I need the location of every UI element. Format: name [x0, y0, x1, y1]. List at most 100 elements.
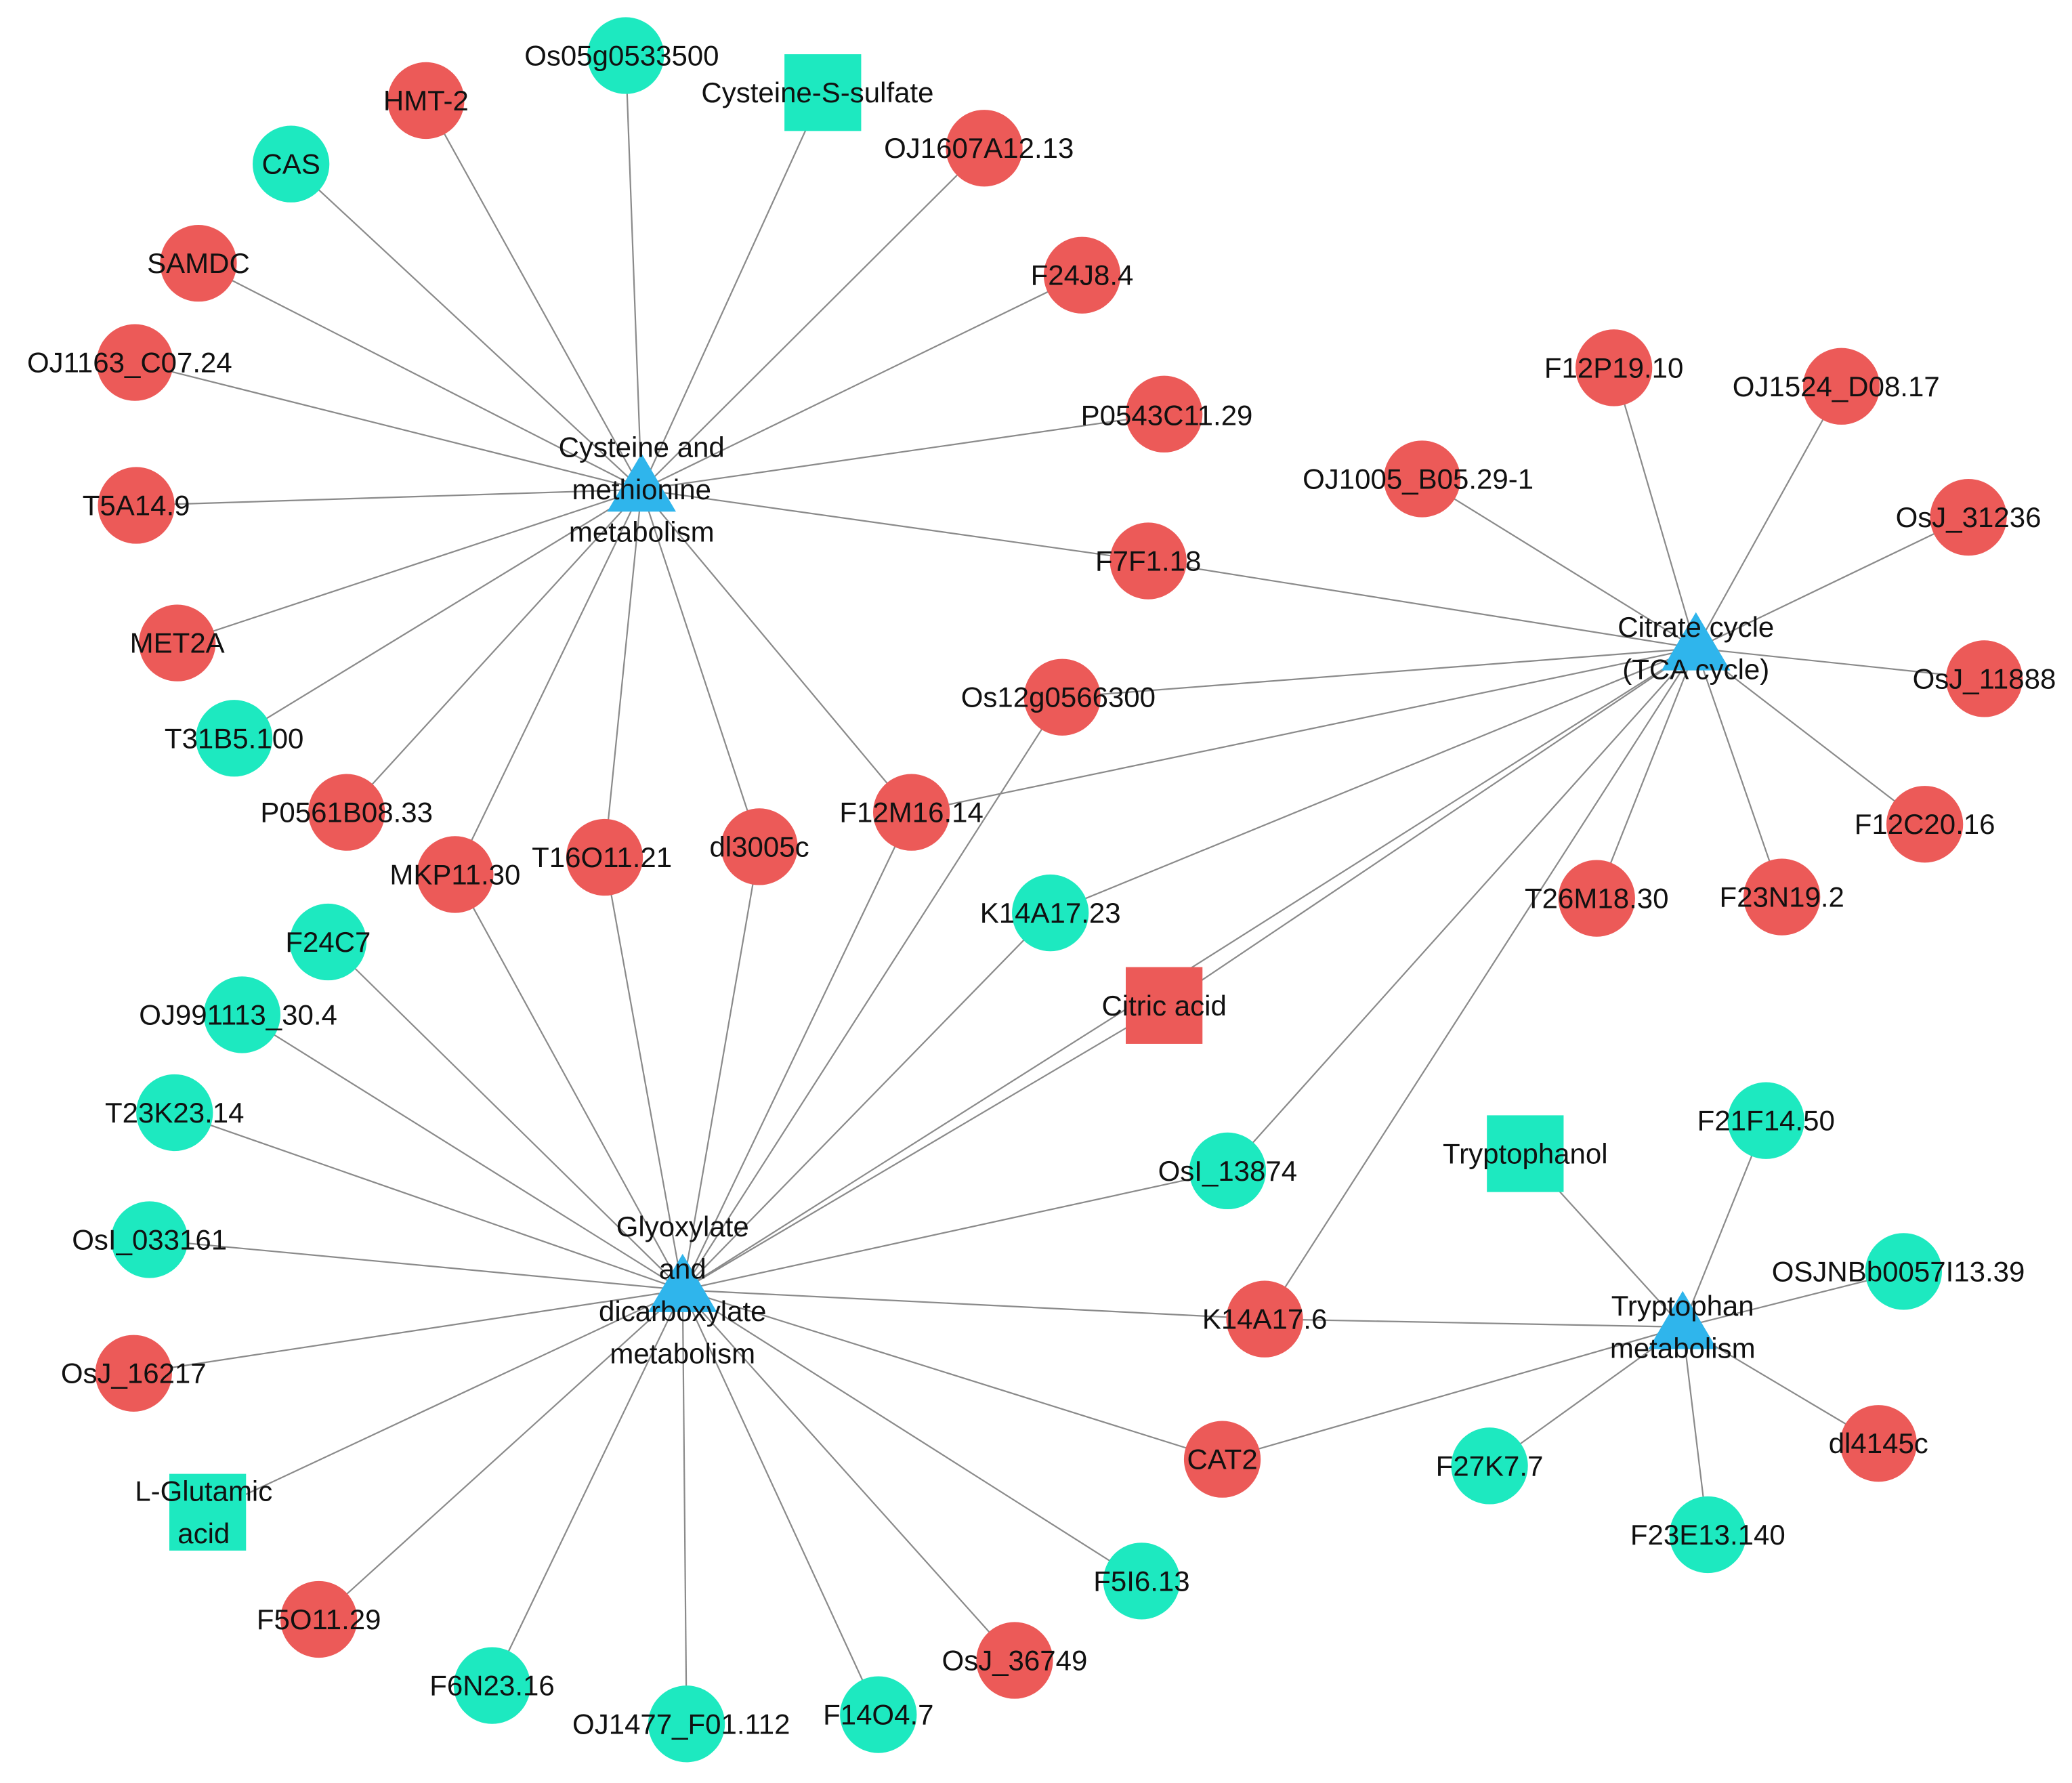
cyan-circle-node	[1865, 1233, 1943, 1310]
node-cat2[interactable]: CAT2	[1183, 1421, 1261, 1498]
node-p0561b08[interactable]: P0561B08.33	[260, 774, 433, 851]
cyan-circle-node	[587, 17, 664, 94]
node-label: OsJ_36749	[942, 1645, 1088, 1677]
red-circle-node	[1126, 375, 1203, 453]
node-oj1607a12[interactable]: OJ1607A12.13	[884, 110, 1074, 187]
node-f27k7[interactable]: F27K7.7	[1436, 1427, 1544, 1505]
node-label: acid	[177, 1517, 230, 1549]
node-f23e13[interactable]: F23E13.140	[1630, 1496, 1785, 1574]
edge-gly-osi13874	[682, 1170, 1228, 1291]
edge-tca-osj11888	[1695, 647, 1985, 679]
node-osi13874[interactable]: OsI_13874	[1158, 1132, 1298, 1210]
node-t23k23[interactable]: T23K23.14	[105, 1074, 245, 1152]
edge-gly-oj1477	[681, 1290, 688, 1724]
node-label: OsI_033161	[72, 1223, 227, 1255]
node-samdc[interactable]: SAMDC	[147, 225, 250, 302]
node-f5o11[interactable]: F5O11.29	[257, 1580, 381, 1658]
red-circle-node	[946, 110, 1023, 187]
node-f24c7[interactable]: F24C7	[285, 903, 371, 981]
node-osi033161[interactable]: OsI_033161	[72, 1201, 227, 1278]
node-cysteine_s_sulfate[interactable]: Cysteine-S-sulfate	[701, 54, 934, 131]
node-os05g0533500[interactable]: Os05g0533500	[524, 17, 719, 94]
edge-gly-osj16217	[133, 1289, 683, 1375]
node-citric_acid[interactable]: Citric acid	[1101, 967, 1227, 1044]
red-circle-node	[1802, 348, 1880, 425]
node-label: OJ1524_D08.17	[1733, 371, 1940, 402]
node-label: OsI_13874	[1158, 1155, 1298, 1187]
node-label: F12M16.14	[839, 797, 983, 828]
red-circle-node	[387, 62, 465, 140]
node-oj1163[interactable]: OJ1163_C07.24	[27, 324, 232, 401]
node-label: P0543C11.29	[1081, 400, 1253, 432]
edge-gly-k14a17_6	[682, 1289, 1265, 1320]
red-circle-node	[566, 818, 643, 896]
edge-tca-f7f1	[1148, 560, 1696, 650]
cyan-square-node	[784, 54, 862, 131]
node-f14o4[interactable]: F14O4.7	[823, 1676, 934, 1753]
pathway-hub-tca[interactable]: Citrate cycle(TCA cycle)	[1618, 611, 1774, 685]
node-k14a17_6[interactable]: K14A17.6	[1202, 1280, 1328, 1358]
node-f12p19[interactable]: F12P19.10	[1544, 329, 1684, 406]
node-label: F5I6.13	[1093, 1565, 1189, 1597]
node-oj1005[interactable]: OJ1005_B05.29-1	[1303, 440, 1534, 518]
node-label: HMT-2	[383, 85, 469, 117]
pathway-triangle-icon	[1648, 1291, 1717, 1349]
edge-tca-oj1005	[1421, 478, 1697, 649]
node-osj11888[interactable]: OsJ_11888	[1913, 640, 2056, 717]
node-mkp11[interactable]: MKP11.30	[389, 836, 520, 913]
node-oj991113[interactable]: OJ991113_30.4	[139, 976, 337, 1053]
edge-gly-osj36749	[681, 1289, 1015, 1661]
edge-cys-samdc	[198, 262, 642, 490]
edge-gly-dl3005c	[681, 846, 761, 1291]
edge-gly-t23k23	[174, 1112, 683, 1291]
node-osj31236[interactable]: OsJ_31236	[1896, 478, 2042, 556]
edge-cys-oj1163	[134, 362, 642, 490]
node-dl4145c[interactable]: dl4145c	[1829, 1405, 1928, 1482]
red-circle-node	[1183, 1421, 1261, 1498]
node-os12g0566300[interactable]: Os12g0566300	[961, 658, 1156, 736]
node-osj36749[interactable]: OsJ_36749	[942, 1622, 1088, 1699]
node-t5a14[interactable]: T5A14.9	[83, 467, 190, 544]
node-hmt2[interactable]: HMT-2	[383, 62, 469, 140]
red-circle-node	[95, 1335, 172, 1412]
node-t16o11[interactable]: T16O11.21	[532, 818, 672, 896]
node-f6n23[interactable]: F6N23.16	[429, 1647, 555, 1724]
node-f12m16[interactable]: F12M16.14	[839, 774, 984, 851]
node-p0543c11[interactable]: P0543C11.29	[1081, 375, 1253, 453]
node-met2a[interactable]: MET2A	[130, 604, 225, 681]
node-f12c20[interactable]: F12C20.16	[1855, 786, 1995, 863]
node-f7f1[interactable]: F7F1.18	[1095, 522, 1201, 600]
edge-tca-k14a17_6	[1264, 648, 1697, 1320]
node-dl3005c[interactable]: dl3005c	[709, 808, 809, 885]
edge-gly-f24c7	[327, 941, 683, 1291]
node-osj16217[interactable]: OsJ_16217	[61, 1335, 207, 1412]
node-f23n19[interactable]: F23N19.2	[1719, 858, 1844, 936]
edge-gly-citric_acid	[682, 1005, 1165, 1291]
edge-gly-f12m16	[681, 812, 912, 1291]
node-label: K14A17.23	[980, 897, 1121, 929]
node-tryptophanol[interactable]: Tryptophanol	[1443, 1115, 1608, 1192]
node-label: F24C7	[285, 926, 371, 958]
node-f24j8[interactable]: F24J8.4	[1031, 236, 1134, 314]
cyan-circle-node	[136, 1074, 213, 1152]
node-osjnbb[interactable]: OSJNBb0057I13.39	[1772, 1233, 2025, 1310]
node-label: OJ1005_B05.29-1	[1303, 463, 1534, 495]
node-f21f14[interactable]: F21F14.50	[1697, 1082, 1835, 1159]
cyan-circle-node	[1012, 874, 1089, 952]
node-k14a17_23[interactable]: K14A17.23	[980, 874, 1121, 952]
node-oj1477[interactable]: OJ1477_F01.112	[572, 1685, 790, 1763]
edge-cys-cas	[290, 163, 642, 490]
cyan-circle-node	[840, 1676, 917, 1753]
node-oj1524[interactable]: OJ1524_D08.17	[1733, 348, 1940, 425]
node-cas[interactable]: CAS	[253, 125, 330, 203]
node-f5i6[interactable]: F5I6.13	[1093, 1543, 1190, 1620]
node-label: F6N23.16	[429, 1670, 554, 1702]
node-t26m18[interactable]: T26M18.30	[1525, 860, 1669, 937]
node-t31b5[interactable]: T31B5.100	[165, 700, 304, 777]
edge-tca-f12p19	[1613, 367, 1697, 649]
